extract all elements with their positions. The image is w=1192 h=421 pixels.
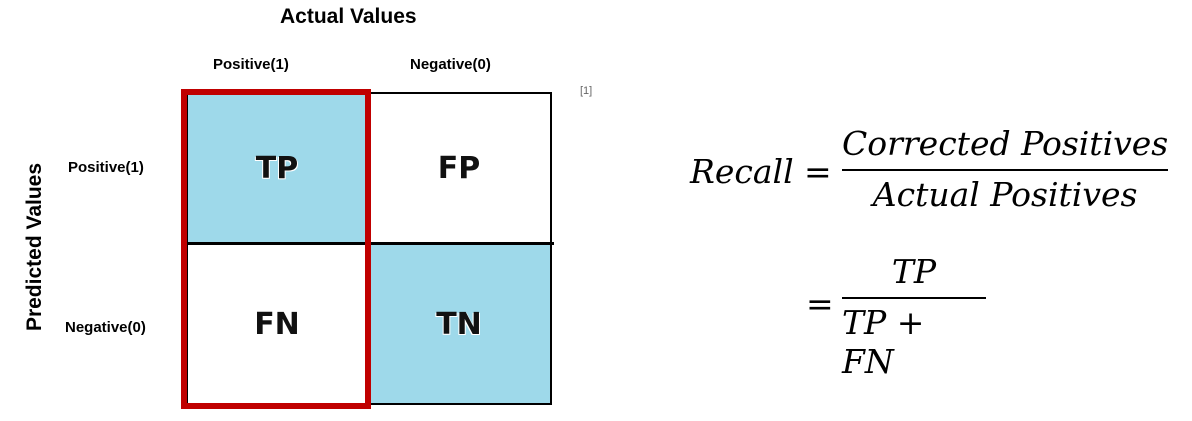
formula-fraction-1: Corrected Positives Actual Positives [842,124,1169,214]
row-label-negative: Negative(0) [65,319,146,336]
row-label-positive: Positive(1) [68,159,144,176]
cell-true-positive: TP [187,93,367,244]
cell-fn-label: FN [254,306,300,342]
fraction-1-bar [842,169,1169,171]
formula-equals-2: = [806,284,834,323]
actual-positive-column-highlight [181,89,371,409]
reference-marker: [1] [580,85,593,97]
cell-tn-label: TN [436,306,482,342]
cell-false-negative: FN [187,244,367,404]
fraction-1-denominator: Actual Positives [872,175,1138,214]
formula-lhs: Recall [690,152,794,191]
cell-true-negative: TN [367,244,551,404]
cell-false-positive: FP [367,93,551,244]
column-label-negative: Negative(0) [410,56,491,73]
fraction-2-numerator: TP [891,252,937,291]
column-label-positive: Positive(1) [213,56,289,73]
predicted-values-title: Predicted Values [23,162,46,332]
actual-values-title: Actual Values [280,5,417,28]
cell-tp-label: TP [255,151,299,186]
formula-equals-1: = [804,152,832,191]
fraction-2-denominator: TP + FN [842,303,925,381]
cell-fp-label: FP [437,151,481,186]
fraction-1-numerator: Corrected Positives [842,124,1169,163]
fraction-2-bar [842,297,986,299]
formula-fraction-2: TP TP + FN [842,252,986,381]
